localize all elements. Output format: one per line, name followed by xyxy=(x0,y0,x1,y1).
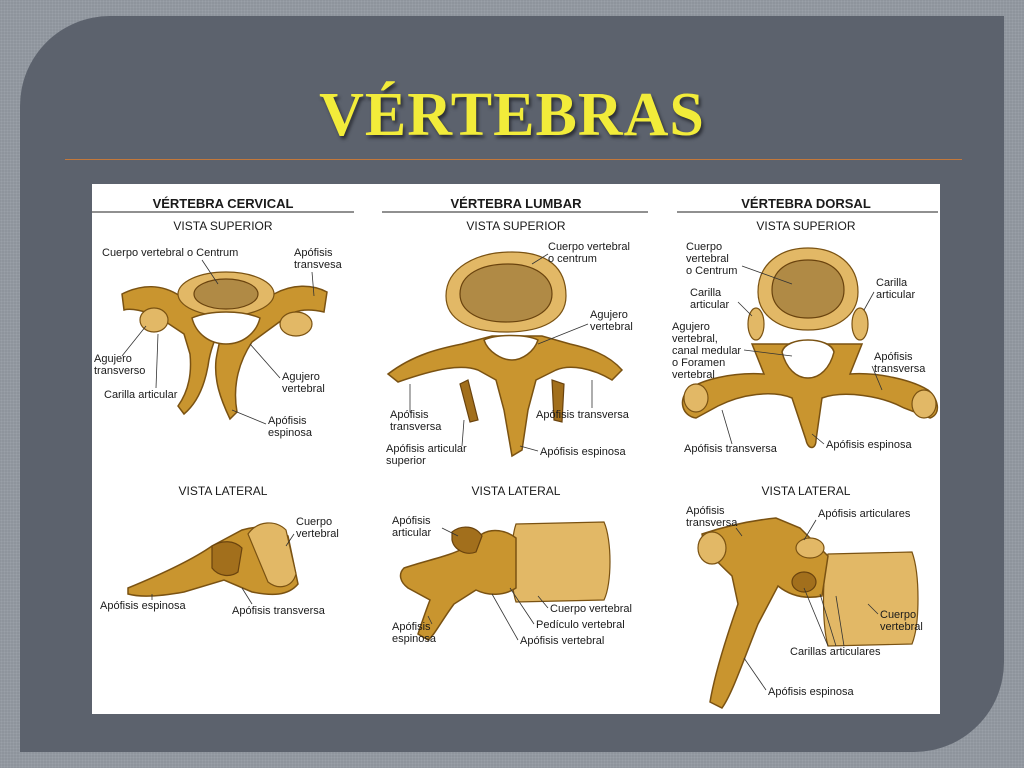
dorsal-label-agujero-4: o Foramen xyxy=(672,357,725,369)
lumbar-label-espinosa: Apófisis espinosa xyxy=(540,446,626,458)
dorsal-label-cuerpo-1: Cuerpo xyxy=(686,241,722,253)
cervical-label-apofisis-2: transvesa xyxy=(294,259,343,271)
dorsal-lateral-label-cuerpo-1: Cuerpo xyxy=(880,609,916,621)
cervical-label-agujero-t1: Agujero xyxy=(94,353,132,365)
lumbar-label-transversa-l2: transversa xyxy=(390,421,442,433)
cervical-label-apofisis-1: Apófisis xyxy=(294,247,333,259)
lumbar-lateral-label-cuerpo: Cuerpo vertebral xyxy=(550,603,632,615)
cervical-label-agujero-v1: Agujero xyxy=(282,371,320,383)
vertebrae-figure: VÉRTEBRA CERVICAL VÉRTEBRA LUMBAR VÉRTEB… xyxy=(92,184,940,714)
dorsal-label-transversa-r1: Apófisis xyxy=(874,351,913,363)
lumbar-lateral-label-articular-1: Apófisis xyxy=(392,515,431,527)
lumbar-label-transversa-r: Apófisis transversa xyxy=(536,409,630,421)
lumbar-superior-view: VISTA SUPERIOR xyxy=(466,219,565,233)
dorsal-label-carilla-r2: articular xyxy=(876,289,915,301)
cervical-label-carilla: Carilla articular xyxy=(104,389,178,401)
dorsal-label-agujero-3: canal medular xyxy=(672,345,741,357)
cervical-superior-illustration xyxy=(121,271,328,421)
cervical-label-agujero-t2: transverso xyxy=(94,365,145,377)
dorsal-lateral-label-transversa-1: Apófisis xyxy=(686,505,725,517)
dorsal-lateral-label-articulares: Apófisis articulares xyxy=(818,508,911,520)
dorsal-label-espinosa: Apófisis espinosa xyxy=(826,439,912,451)
cervical-label-espinosa-2: espinosa xyxy=(268,427,313,439)
lumbar-label-articular-2: superior xyxy=(386,455,426,467)
dorsal-superior-view: VISTA SUPERIOR xyxy=(756,219,855,233)
lumbar-label-articular-1: Apófisis articular xyxy=(386,443,467,455)
dorsal-label-agujero-2: vertebral, xyxy=(672,333,718,345)
dorsal-lateral-label-carillas: Carillas articulares xyxy=(790,646,881,658)
cervical-lateral-leaders xyxy=(151,533,295,605)
dorsal-label-cuerpo-3: o Centrum xyxy=(686,265,737,277)
dorsal-lateral-illustration xyxy=(697,517,919,709)
lumbar-label-cuerpo-1: Cuerpo vertebral xyxy=(548,241,630,253)
title-divider xyxy=(65,159,962,160)
dorsal-label-transversa-r2: transversa xyxy=(874,363,926,375)
dorsal-lateral-label-espinosa: Apófisis espinosa xyxy=(768,686,854,698)
dorsal-superior-illustration xyxy=(681,247,939,449)
lumbar-lateral-label-pediculo: Pedículo vertebral xyxy=(536,619,625,631)
lumbar-superior-illustration xyxy=(386,251,624,458)
lumbar-label-transversa-l1: Apófisis xyxy=(390,409,429,421)
cervical-superior-view: VISTA SUPERIOR xyxy=(173,219,272,233)
lumbar-lateral-label-espinosa-2: espinosa xyxy=(392,633,437,645)
dorsal-superior-leaders xyxy=(721,265,883,445)
cervical-label-cuerpo: Cuerpo vertebral o Centrum xyxy=(102,247,238,259)
lumbar-label-agujero-1: Agujero xyxy=(590,309,628,321)
lumbar-lateral-illustration xyxy=(399,521,611,641)
lumbar-label-agujero-2: vertebral xyxy=(590,321,633,333)
lumbar-lateral-view: VISTA LATERAL xyxy=(472,484,561,498)
dorsal-label-carilla-r1: Carilla xyxy=(876,277,908,289)
lumbar-lateral-label-articular-2: articular xyxy=(392,527,431,539)
vertebrae-diagram: VÉRTEBRA CERVICAL VÉRTEBRA LUMBAR VÉRTEB… xyxy=(92,196,939,709)
cervical-lateral-label-cuerpo-2: vertebral xyxy=(296,528,339,540)
dorsal-lateral-label-cuerpo-2: vertebral xyxy=(880,621,923,633)
dorsal-label-cuerpo-2: vertebral xyxy=(686,253,729,265)
dorsal-lateral-leaders xyxy=(735,519,879,691)
cervical-lateral-view: VISTA LATERAL xyxy=(179,484,268,498)
dorsal-label-transversa-b: Apófisis transversa xyxy=(684,443,778,455)
dorsal-label-agujero-5: vertebral xyxy=(672,369,715,381)
dorsal-label-agujero-1: Agujero xyxy=(672,321,710,333)
cervical-lateral-label-espinosa: Apófisis espinosa xyxy=(100,600,186,612)
cervical-lateral-illustration xyxy=(127,522,299,597)
cervical-lateral-label-cuerpo-1: Cuerpo xyxy=(296,516,332,528)
dorsal-lateral-label-transversa-2: transversa xyxy=(686,517,738,529)
lumbar-superior-leaders xyxy=(409,253,593,452)
lumbar-lateral-label-espinosa-1: Apófisis xyxy=(392,621,431,633)
cervical-label-espinosa-1: Apófisis xyxy=(268,415,307,427)
dorsal-label-carilla-l2: articular xyxy=(690,299,729,311)
cervical-superior-leaders xyxy=(121,259,315,425)
header-dorsal: VÉRTEBRA DORSAL xyxy=(741,196,871,211)
lumbar-label-cuerpo-2: o centrum xyxy=(548,253,597,265)
cervical-lateral-label-transversa: Apófisis transversa xyxy=(232,605,326,617)
header-lumbar: VÉRTEBRA LUMBAR xyxy=(451,196,583,211)
slide-title: VÉRTEBRAS xyxy=(319,81,705,149)
cervical-label-agujero-v2: vertebral xyxy=(282,383,325,395)
dorsal-lateral-view: VISTA LATERAL xyxy=(762,484,851,498)
lumbar-lateral-leaders xyxy=(427,527,549,641)
lumbar-lateral-label-vertebral: Apófisis vertebral xyxy=(520,635,604,647)
dorsal-label-carilla-l1: Carilla xyxy=(690,287,722,299)
header-cervical: VÉRTEBRA CERVICAL xyxy=(153,196,294,211)
